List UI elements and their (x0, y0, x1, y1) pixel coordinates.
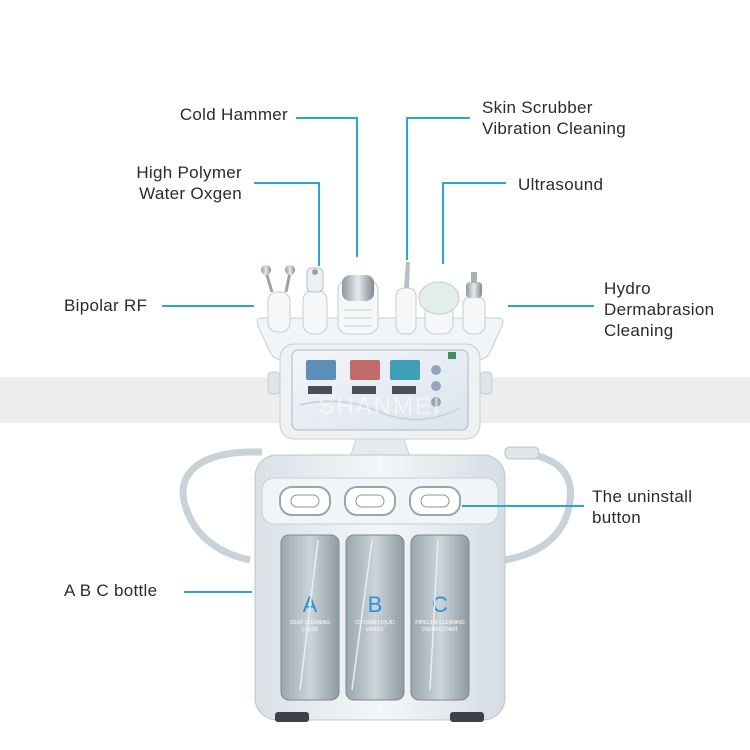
left-hose (179, 448, 263, 564)
label-abc-bottle-text: A B C bottle (64, 581, 158, 600)
bottle-b-caption: OXYGEN LIQUID (355, 620, 395, 626)
label-abc-bottle: A B C bottle (64, 580, 157, 601)
water-oxygen-handpiece (302, 267, 328, 335)
bottle-b-caption-2: WATER (366, 627, 384, 633)
leader-skin-scrubber-h (406, 117, 470, 119)
bottle-a-caption: DEEP CLEANING (290, 620, 331, 626)
label-bipolar-rf-text: Bipolar RF (64, 296, 148, 315)
leader-abc-bottle (184, 591, 252, 593)
label-bipolar-rf: Bipolar RF (64, 295, 147, 316)
bottle-b-letter: B (368, 592, 383, 617)
bottle-a: A DEEP CLEANING LIQUID (280, 534, 340, 701)
label-high-polymer: High Polymer Water Oxgen (100, 162, 242, 204)
bottle-b: B OXYGEN LIQUID WATER (345, 534, 405, 701)
ultrasound-handpiece (418, 281, 460, 335)
label-hydro-dermabrasion: Hydro Dermabrasion Cleaning (604, 278, 714, 341)
bottle-c-caption-2: DISINFECTANT (422, 627, 458, 633)
screen-tiles (299, 352, 461, 421)
label-skin-scrubber-line1: Skin Scrubber (482, 98, 593, 117)
label-high-polymer-line2: Water Oxgen (139, 184, 242, 203)
bottle-c-letter: C (432, 592, 448, 617)
cold-hammer-handpiece (337, 275, 379, 335)
label-uninstall-button: The uninstall button (592, 486, 692, 528)
label-high-polymer-line1: High Polymer (136, 163, 242, 182)
label-ultrasound: Ultrasound (518, 174, 603, 195)
watermark-text: SHANMEI (318, 393, 441, 420)
label-cold-hammer: Cold Hammer (150, 104, 288, 125)
bottle-a-caption-2: LIQUID (302, 627, 319, 633)
leader-ultrasound-h (442, 182, 506, 184)
label-uninstall-line1: The uninstall (592, 487, 693, 506)
label-hydro-line3: Cleaning (604, 321, 674, 340)
bipolar-rf-handpiece (261, 265, 295, 333)
label-cold-hammer-text: Cold Hammer (179, 105, 288, 124)
label-ultrasound-text: Ultrasound (518, 175, 604, 194)
label-hydro-line1: Hydro (604, 279, 651, 298)
hydro-dermabrasion-handpiece (462, 272, 486, 335)
leader-cold-hammer-v (356, 117, 358, 257)
right-hose (504, 448, 574, 564)
bottle-c: C PIPELINE CLEANING DISINFECTANT (410, 534, 470, 701)
leader-cold-hammer-h (296, 117, 358, 119)
leader-ultrasound-v (442, 182, 444, 264)
leader-uninstall (462, 505, 584, 507)
leader-high-polymer-h (254, 182, 320, 184)
skin-scrubber-handpiece (395, 262, 417, 335)
label-skin-scrubber-line2: Vibration Cleaning (482, 119, 627, 138)
label-uninstall-line2: button (592, 508, 642, 527)
leader-skin-scrubber-v (406, 117, 408, 260)
leader-hydro (508, 305, 594, 307)
leader-bipolar-rf (162, 305, 254, 307)
label-skin-scrubber: Skin Scrubber Vibration Cleaning (482, 97, 626, 139)
uninstall-buttons (279, 486, 461, 516)
leader-high-polymer-v (318, 182, 320, 266)
bottle-c-caption: PIPELINE CLEANING (415, 620, 465, 626)
label-hydro-line2: Dermabrasion (604, 300, 715, 319)
